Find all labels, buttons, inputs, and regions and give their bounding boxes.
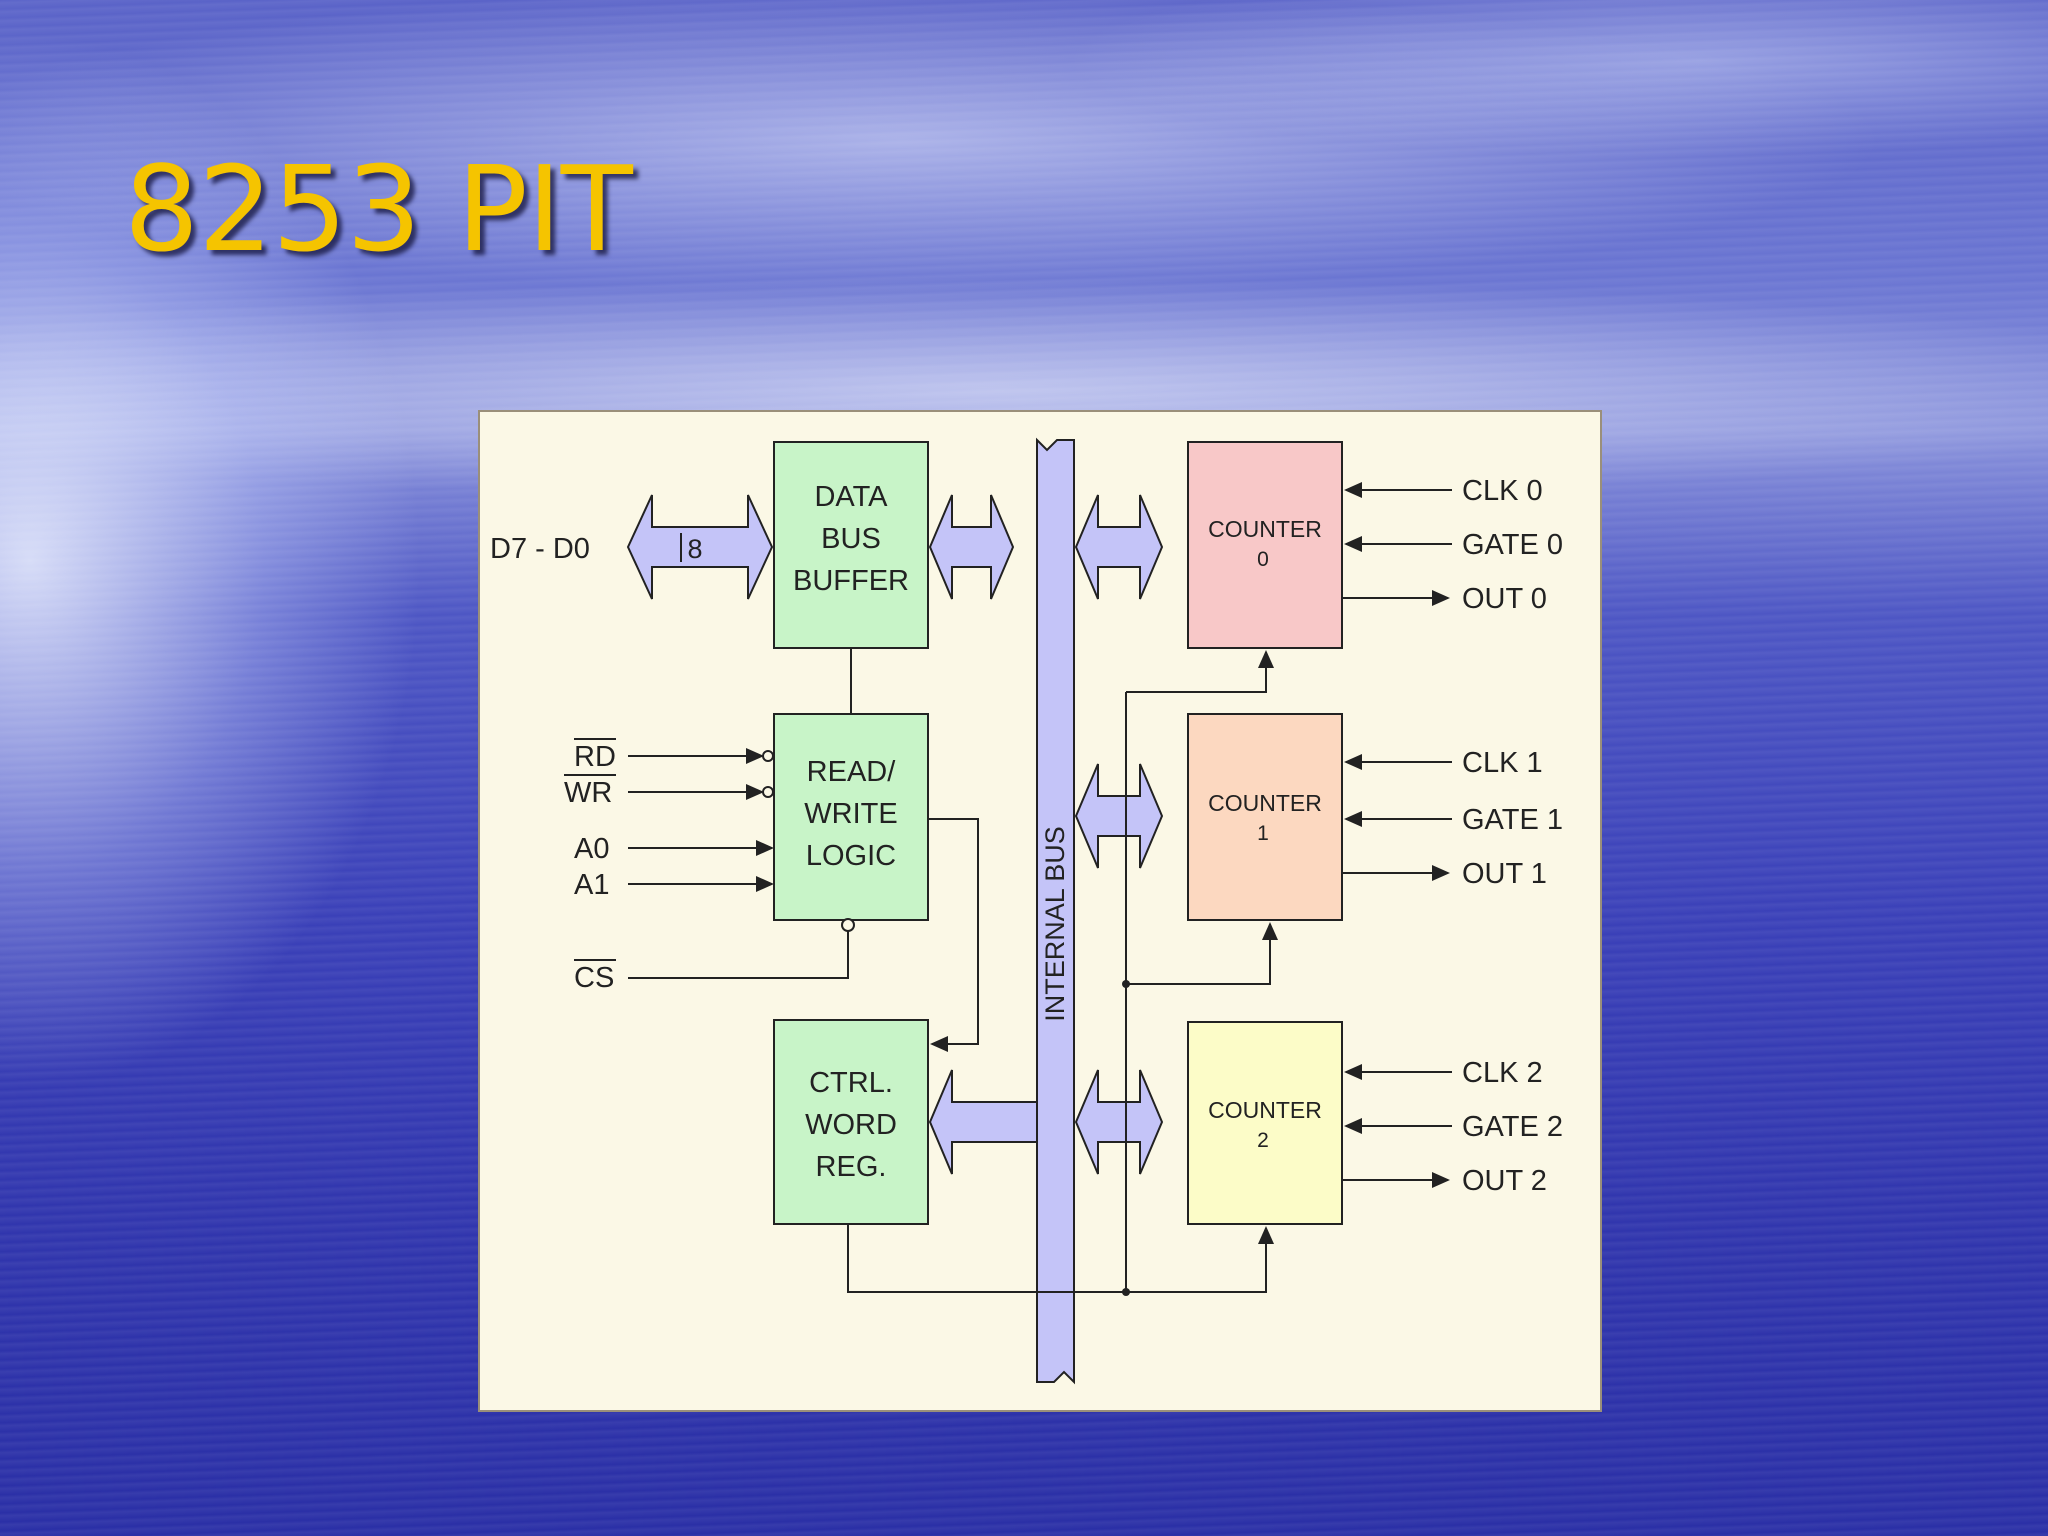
counter1-number: 1 (1257, 822, 1269, 845)
ctrl-word-reg-line3: REG. (816, 1151, 887, 1183)
ctrl-to-counter1-line (1126, 922, 1278, 985)
junction-dot-2 (1122, 1288, 1130, 1296)
counter2-block (1187, 1021, 1343, 1225)
bus-to-counter0-arrow (1074, 494, 1164, 600)
wr-label: WR (564, 777, 612, 809)
a1-label: A1 (574, 869, 609, 901)
counter2-title: COUNTER (1208, 1097, 1322, 1123)
pit-block-diagram: INTERNAL BUS 8 D7 - D0 DATA BUS BUFFER R… (490, 437, 1563, 1385)
data-bus-buffer-line2: BUS (821, 523, 881, 555)
gate1-label: GATE 1 (1462, 804, 1563, 836)
counter0-number: 0 (1257, 548, 1269, 571)
counter1-block (1187, 713, 1343, 921)
bus-to-counter2-arrow (1074, 1069, 1164, 1175)
a0-label: A0 (574, 833, 609, 865)
slide-title: 8253 PIT (124, 140, 633, 278)
data-bus-width: 8 (687, 534, 702, 564)
gate2-label: GATE 2 (1462, 1111, 1563, 1143)
buffer-to-bus-arrow (928, 494, 1015, 600)
data-bus-arrow (626, 494, 774, 600)
counter-1: COUNTER 1 CLK 1 GATE 1 OUT 1 (1187, 713, 1563, 921)
data-bus-buffer-line1: DATA (814, 481, 888, 513)
internal-bus-label: INTERNAL BUS (1040, 826, 1070, 1022)
counter-2: COUNTER 2 CLK 2 GATE 2 OUT 2 (1187, 1021, 1563, 1225)
rw-logic-line3: LOGIC (806, 840, 896, 872)
wr-invert-bubble (762, 786, 774, 798)
counter0-title: COUNTER (1208, 516, 1322, 542)
out1-label: OUT 1 (1462, 858, 1547, 890)
data-bus-label: D7 - D0 (490, 533, 590, 565)
ctrl-word-reg-line1: CTRL. (809, 1067, 893, 1099)
clk2-label: CLK 2 (1462, 1057, 1543, 1089)
ctrl-to-counter2-line (847, 1224, 1274, 1293)
rd-label: RD (574, 741, 616, 773)
ctrl-to-counter0-line (1126, 650, 1274, 693)
ctrl-word-reg-line2: WORD (805, 1109, 897, 1141)
data-bus-buffer-block (773, 441, 929, 649)
ctrl-word-reg-block (773, 1019, 929, 1225)
internal-bus-bar (1036, 437, 1075, 1385)
rd-invert-bubble (762, 750, 774, 762)
rw-logic-line2: WRITE (804, 798, 897, 830)
rw-to-ctrl-line (928, 818, 979, 1052)
rw-logic-line1: READ/ (807, 756, 897, 788)
bus-to-counter1-arrow (1074, 763, 1164, 869)
out0-label: OUT 0 (1462, 583, 1547, 615)
counter2-number: 2 (1257, 1129, 1269, 1152)
counter-0: COUNTER 0 CLK 0 GATE 0 OUT 0 (1187, 441, 1563, 649)
out2-label: OUT 2 (1462, 1165, 1547, 1197)
gate0-label: GATE 0 (1462, 529, 1563, 561)
counter1-title: COUNTER (1208, 790, 1322, 816)
junction-dot-1 (1122, 980, 1130, 988)
clk1-label: CLK 1 (1462, 747, 1543, 779)
data-bus-buffer-line3: BUFFER (793, 565, 909, 597)
cs-invert-bubble (841, 918, 855, 932)
bus-to-ctrl-arrow (928, 1069, 1038, 1175)
cs-line (628, 930, 849, 979)
cs-label: CS (574, 962, 614, 994)
counter0-block (1187, 441, 1343, 649)
clk0-label: CLK 0 (1462, 475, 1543, 507)
diagram-frame: INTERNAL BUS 8 D7 - D0 DATA BUS BUFFER R… (478, 410, 1602, 1412)
